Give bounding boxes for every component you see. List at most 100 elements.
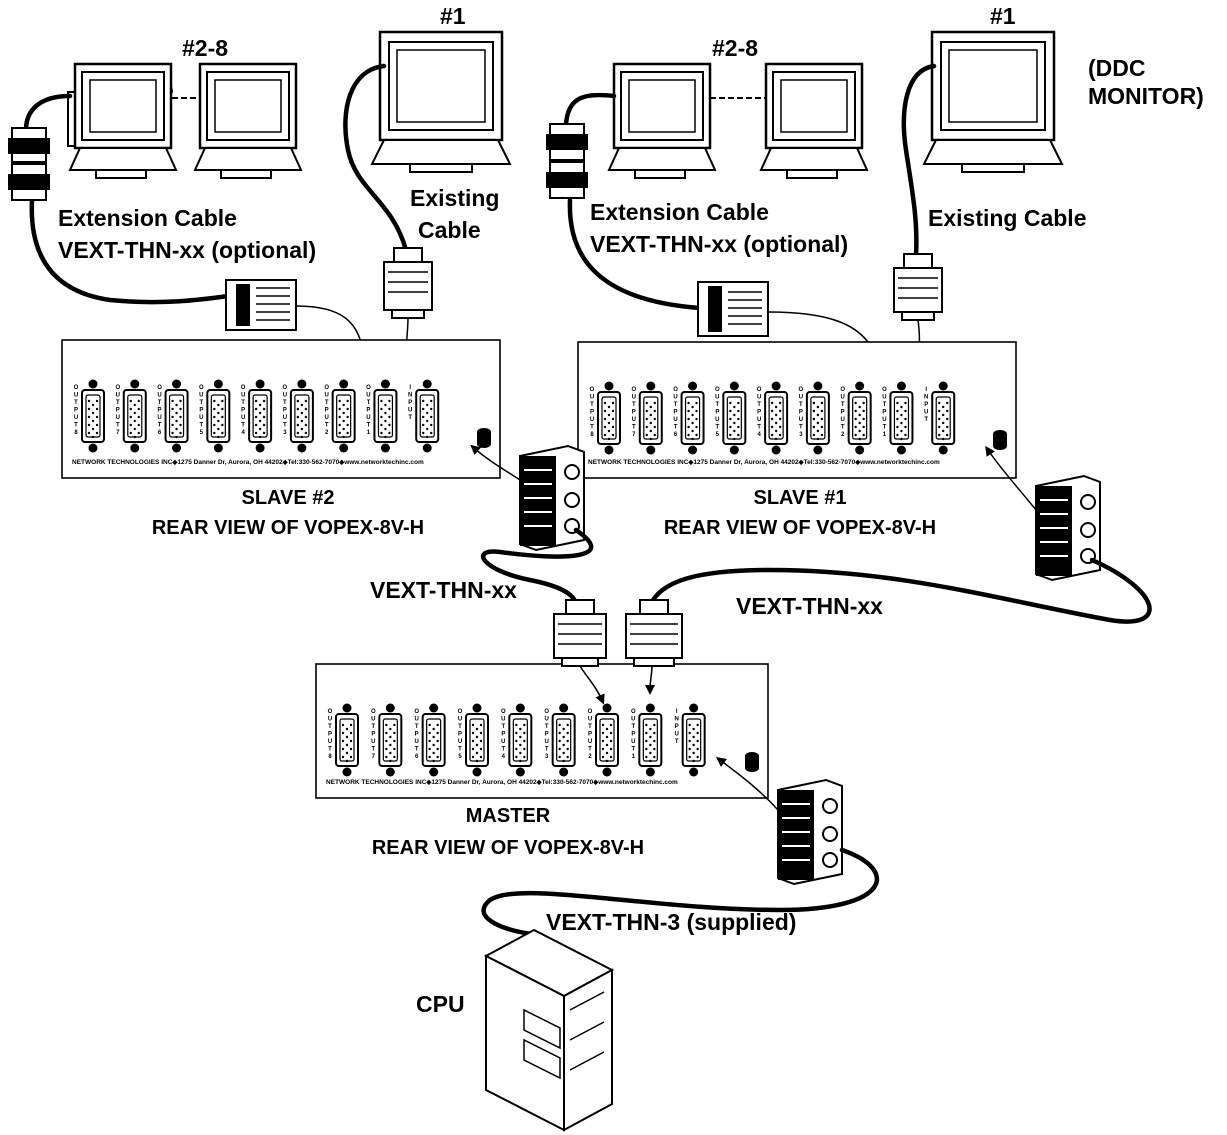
svg-text:4: 4	[757, 432, 761, 438]
monitor-icon	[922, 30, 1064, 173]
svg-text:7: 7	[632, 432, 636, 438]
svg-text:P: P	[674, 410, 678, 416]
svg-text:T: T	[501, 724, 505, 730]
svg-text:6: 6	[158, 430, 162, 436]
svg-text:P: P	[545, 732, 549, 738]
master-subtitle: REAR VIEW OF VOPEX-8V-H	[372, 837, 644, 859]
adapter-icon	[519, 444, 585, 552]
svg-text:T: T	[158, 423, 162, 429]
svg-text:U: U	[588, 717, 592, 723]
svg-text:U: U	[632, 395, 636, 401]
svg-text:U: U	[631, 739, 635, 745]
svg-text:P: P	[116, 408, 120, 414]
extender-icon	[8, 127, 50, 201]
monitor-group-label: #2-8	[712, 35, 758, 61]
svg-text:U: U	[882, 395, 886, 401]
svg-text:O: O	[241, 385, 246, 391]
svg-text:4: 4	[241, 430, 245, 436]
adapter-icon	[1035, 474, 1101, 582]
svg-text:O: O	[673, 387, 678, 393]
svg-text:P: P	[74, 408, 78, 414]
svg-text:O: O	[544, 709, 549, 715]
vga-plug-icon	[625, 599, 683, 667]
svg-text:U: U	[715, 417, 719, 423]
svg-text:T: T	[74, 400, 78, 406]
svg-text:T: T	[241, 400, 245, 406]
svg-text:T: T	[283, 400, 287, 406]
vga-plug-icon	[383, 247, 433, 319]
monitor-icon	[67, 62, 178, 179]
svg-text:T: T	[590, 402, 594, 408]
monitor-icon	[193, 62, 303, 179]
svg-text:T: T	[883, 402, 887, 408]
monitor-number-label: #1	[990, 3, 1016, 29]
svg-text:U: U	[590, 417, 594, 423]
cable-label: VEXT-THN-3 (supplied)	[546, 909, 796, 935]
svg-text:U: U	[408, 408, 412, 414]
svg-text:O: O	[882, 387, 887, 393]
svg-text:U: U	[199, 393, 203, 399]
svg-text:P: P	[241, 408, 245, 414]
svg-text:U: U	[241, 415, 245, 421]
svg-text:6: 6	[415, 754, 419, 760]
svg-text:N: N	[924, 395, 928, 401]
svg-text:P: P	[199, 408, 203, 414]
svg-text:P: P	[371, 732, 375, 738]
svg-text:T: T	[74, 423, 78, 429]
svg-text:T: T	[632, 425, 636, 431]
svg-text:U: U	[283, 393, 287, 399]
svg-text:T: T	[757, 425, 761, 431]
svg-text:T: T	[371, 724, 375, 730]
svg-text:O: O	[458, 709, 463, 715]
svg-text:N: N	[408, 393, 412, 399]
svg-text:T: T	[799, 425, 803, 431]
svg-text:U: U	[157, 415, 161, 421]
svg-text:5: 5	[458, 754, 462, 760]
svg-text:N: N	[674, 717, 678, 723]
svg-text:T: T	[367, 400, 371, 406]
svg-text:P: P	[715, 410, 719, 416]
svg-text:1: 1	[367, 430, 371, 436]
svg-text:U: U	[715, 395, 719, 401]
cable-label: VEXT-THN-xx	[736, 593, 883, 619]
svg-text:U: U	[544, 739, 548, 745]
svg-text:O: O	[366, 385, 371, 391]
svg-text:T: T	[408, 415, 412, 421]
svg-text:O: O	[324, 385, 329, 391]
svg-text:U: U	[673, 395, 677, 401]
svg-text:O: O	[283, 385, 288, 391]
svg-text:8: 8	[74, 430, 78, 436]
svg-text:T: T	[588, 724, 592, 730]
svg-text:U: U	[674, 732, 678, 738]
svg-text:O: O	[199, 385, 204, 391]
svg-text:T: T	[328, 724, 332, 730]
svg-text:U: U	[241, 393, 245, 399]
existing-cable-label: Cable	[418, 217, 481, 243]
svg-text:U: U	[840, 395, 844, 401]
existing-cable-label: Existing Cable	[928, 205, 1086, 231]
monitor-group-label: #2-8	[182, 35, 228, 61]
svg-text:O: O	[799, 387, 804, 393]
svg-text:T: T	[241, 423, 245, 429]
svg-text:U: U	[673, 417, 677, 423]
svg-text:5: 5	[200, 430, 204, 436]
extension-cable-label: Extension Cable	[58, 205, 237, 231]
svg-text:U: U	[590, 395, 594, 401]
svg-text:O: O	[757, 387, 762, 393]
svg-text:2: 2	[588, 754, 592, 760]
svg-text:U: U	[366, 415, 370, 421]
svg-text:U: U	[840, 417, 844, 423]
svg-text:U: U	[757, 417, 761, 423]
svg-text:T: T	[545, 724, 549, 730]
svg-text:U: U	[116, 415, 120, 421]
slave2-title: SLAVE #2	[242, 487, 335, 509]
